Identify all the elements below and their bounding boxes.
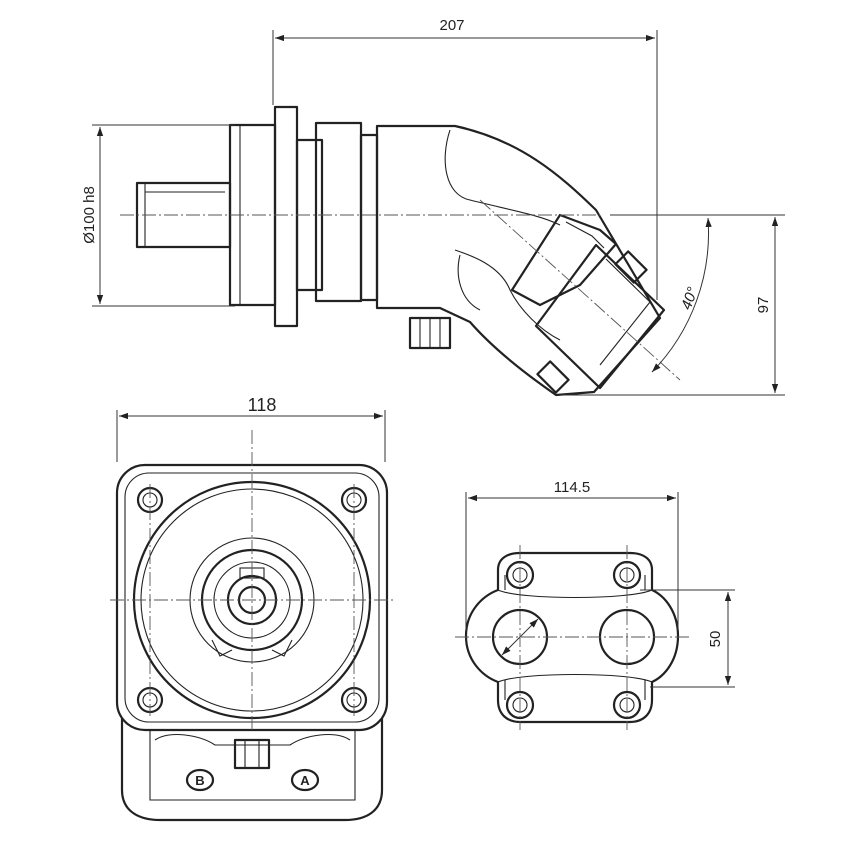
dim-overall-length: 207 [439, 17, 464, 34]
port-a-label: A [300, 773, 310, 788]
mounting-flange [273, 105, 299, 328]
dim-height: 97 [755, 297, 772, 314]
side-view [120, 105, 681, 397]
lower-housing [120, 716, 384, 822]
main-housing [375, 124, 662, 397]
dim-pilot-diameter: Ø100 h8 [81, 186, 98, 244]
dim-port-block-width: 114.5 [554, 479, 590, 496]
front-view-dimensions: 118 [116, 395, 386, 462]
dim-flange-width: 118 [248, 395, 277, 415]
port-b-label: B [195, 773, 204, 788]
front-view: B A [110, 430, 395, 822]
port-block [534, 243, 666, 390]
port-view-dimensions: 114.5 50 [465, 479, 735, 688]
port-block-outline [464, 551, 680, 724]
port-view [455, 545, 690, 730]
dim-port-spacing: 50 [707, 631, 724, 648]
port-a-marker [290, 768, 320, 792]
side-view-dimensions: 207 Ø100 h8 97 40° [81, 17, 785, 396]
dim-angle: 40° [678, 285, 702, 312]
drain-plug [233, 738, 271, 770]
port-block-bolt-holes [505, 560, 642, 720]
port-b-marker [185, 768, 215, 792]
